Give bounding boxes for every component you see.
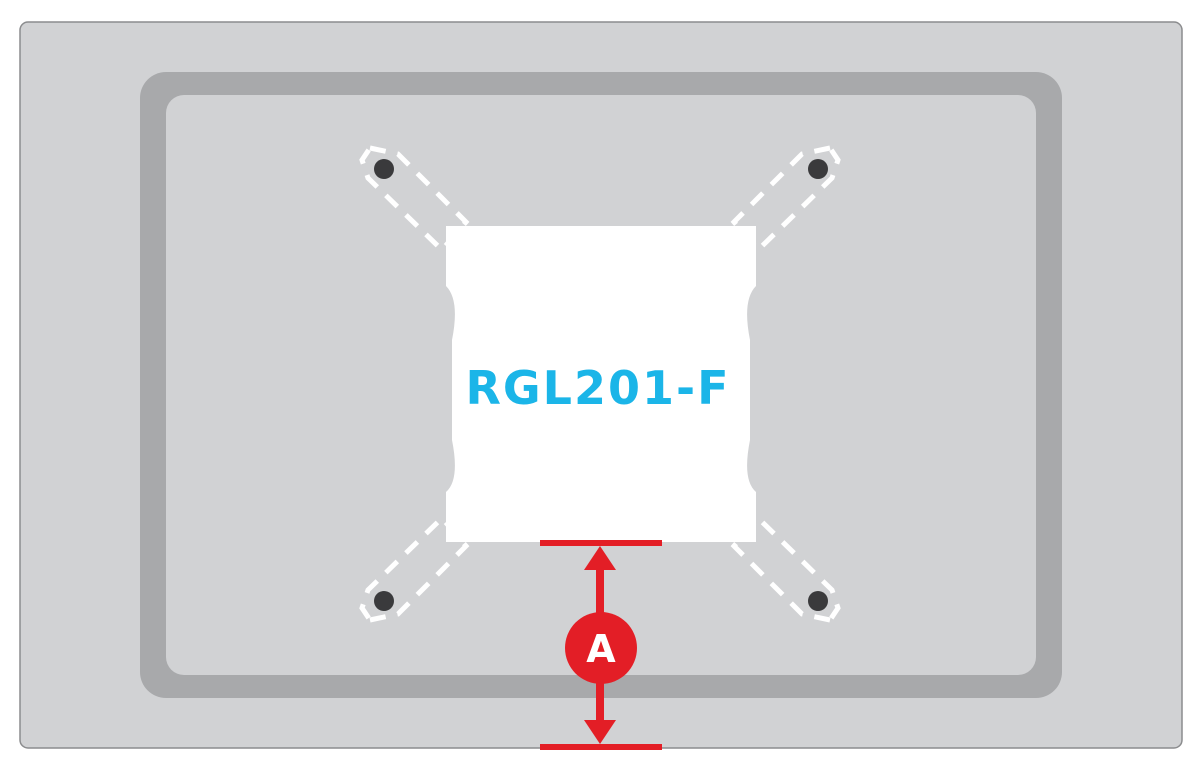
arm-bottom-left <box>359 514 470 623</box>
dimension-marker <box>565 612 637 684</box>
model-label: RGL201-F <box>465 361 730 415</box>
screw-hole-icon <box>374 591 394 611</box>
arm-top-left <box>359 145 470 254</box>
dimension-indicator: A <box>540 540 662 750</box>
arm-bottom-right <box>730 514 841 623</box>
screw-hole-icon <box>374 159 394 179</box>
arrow-head-up <box>584 546 616 570</box>
bracket-arms <box>359 145 841 623</box>
bezel-bevel-bottom-right <box>1036 652 1062 692</box>
screw-hole-icon <box>808 591 828 611</box>
bezel-bevel-top-left <box>140 78 166 118</box>
arrow-head-down <box>584 720 616 744</box>
mounting-plate <box>446 226 756 542</box>
dimension-marker-letter: A <box>586 627 616 671</box>
screw-hole-icon <box>808 159 828 179</box>
arm-top-right <box>730 145 841 254</box>
